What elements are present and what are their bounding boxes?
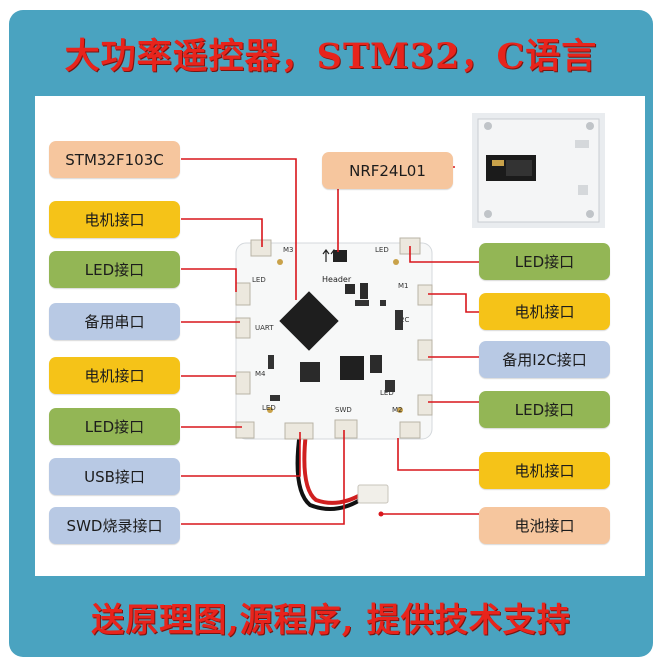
silk-swd: SWD [335,406,352,414]
label-led-port-4: LED接口 [479,391,610,428]
label-motor-port-1: 电机接口 [49,201,180,238]
top-banner-title: 大功率遥控器，STM32，C语言 [64,35,598,77]
silk-m1: M1 [398,282,409,290]
label-motor-port-3: 电机接口 [479,293,610,330]
silk-m2: M2 [392,406,403,414]
pcb-board [235,237,433,440]
silk-led-bl: LED [262,404,276,412]
silk-uart: UART [255,324,274,332]
label-stm32f103c: STM32F103C [49,141,180,178]
header-arrow-icon [322,249,330,262]
silk-led-br: LED [380,389,394,397]
battery-cable [295,431,389,511]
inset-photo-board-back [472,113,605,228]
header-arrow-icon-2 [330,249,338,262]
label-spare-serial: 备用串口 [49,303,180,340]
silk-m3: M3 [283,246,294,254]
label-spare-i2c: 备用I2C接口 [479,341,610,378]
label-usb-port: USB接口 [49,458,180,495]
label-led-port-2: LED接口 [49,408,180,445]
label-motor-port-2: 电机接口 [49,357,180,394]
label-motor-port-4: 电机接口 [479,452,610,489]
label-nrf24l01: NRF24L01 [322,152,453,189]
label-swd-programming: SWD烧录接口 [49,507,180,544]
silk-m4: M4 [255,370,266,378]
label-led-port-3: LED接口 [479,243,610,280]
label-led-port-1: LED接口 [49,251,180,288]
silk-led-tr: LED [375,246,389,254]
bottom-banner-slogan: 送原理图,源程序, 提供技术支持 [91,599,571,639]
silk-led-tl: LED [252,276,266,284]
battery-pointer [378,511,384,517]
silkscreen-header-label: Header [322,275,352,284]
silk-i2c: I2C [398,316,410,324]
silkscreen-labels: M3 LED M1 LED I2C UART M4 LED LED M2 SWD [252,246,410,414]
label-battery-port: 电池接口 [479,507,610,544]
